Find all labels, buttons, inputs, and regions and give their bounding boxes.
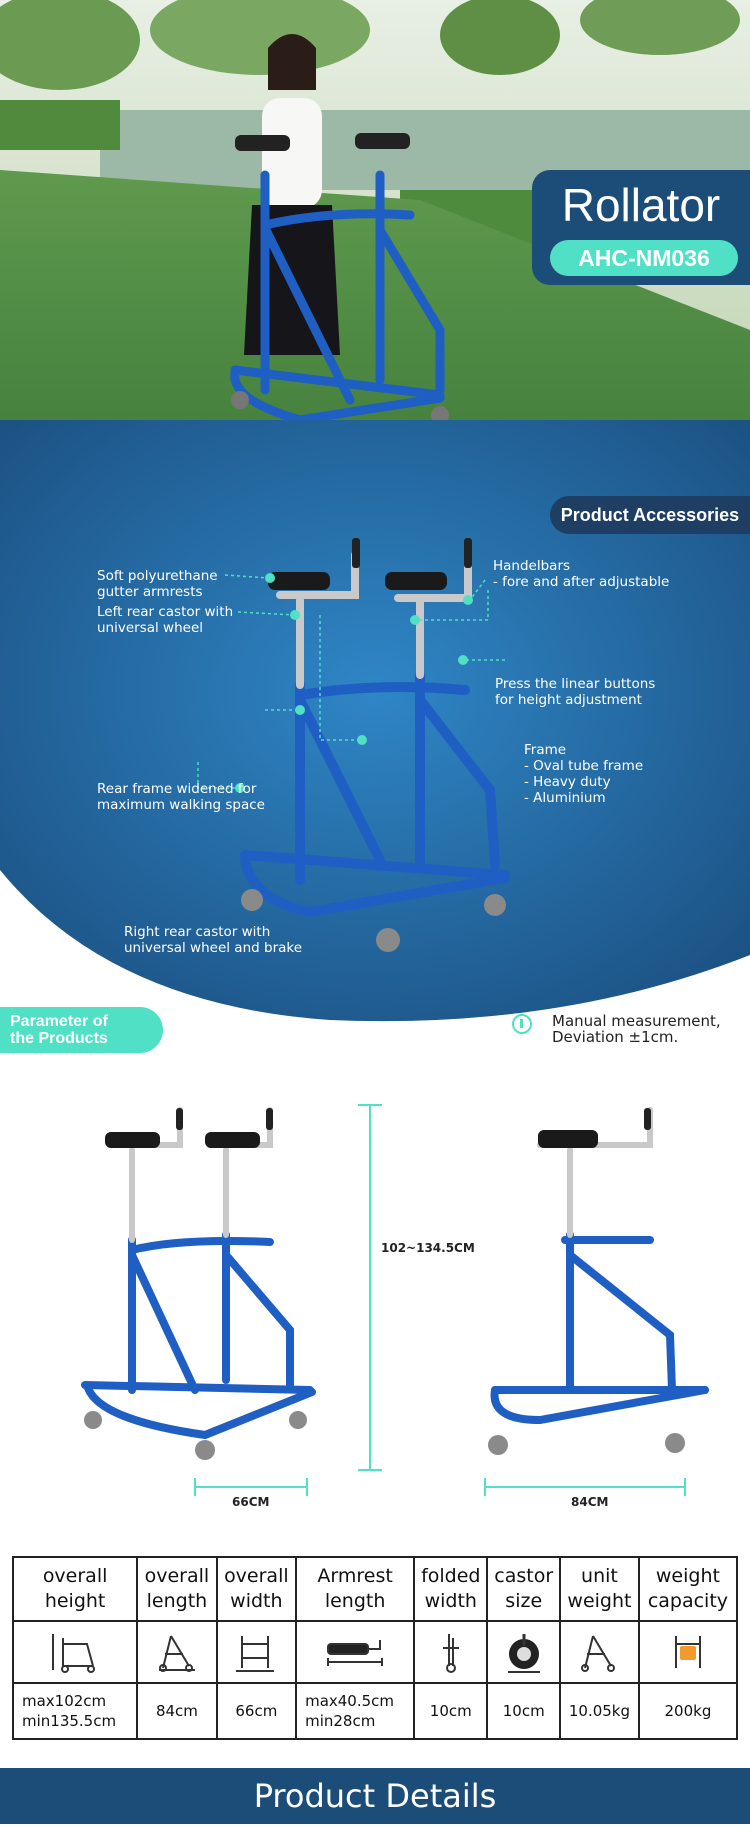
weight-capacity-icon [674,1636,701,1668]
walker-width-icon [236,1636,275,1672]
folded-walker-icon [442,1634,459,1673]
callout-rear-frame: Rear frame widened for maximum walking s… [97,781,265,813]
value-weight-capacity: 200kg [637,1682,739,1740]
callout-linear-buttons: Press the linear buttons for height adju… [495,676,656,708]
value-armrest-length: max40.5cm min28cm [295,1682,416,1740]
castor-wheel-icon [507,1634,540,1673]
length-dimension: 84CM [571,1495,609,1509]
walker-height-icon [52,1634,96,1673]
callout-frame: Frame - Oval tube frame - Heavy duty - A… [524,742,644,806]
callout-armrests: Soft polyurethane gutter armrests [97,568,218,600]
product-title: Rollator [561,179,721,231]
accessories-header: Product Accessories [550,496,750,534]
value-overall-width: 66cm [215,1682,298,1740]
spec-icon-row [11,1620,739,1684]
callout-handlebars: Handelbars - fore and after adjustable [493,558,670,590]
dimension-drawings [81,1104,709,1496]
callout-right-castor: Right rear castor with universal wheel a… [124,924,303,956]
value-overall-height: max102cm min135.5cm [11,1682,139,1740]
value-folded-width: 10cm [413,1682,489,1740]
product-title-box: Rollator AHC-NM036 [532,170,750,285]
hero-banner: Rollator AHC-NM036 [0,0,750,500]
height-dimension: 102~134.5CM [381,1241,475,1255]
parameters-tab: Parameter of the Products [0,1007,163,1053]
walker-weight-icon [581,1635,616,1672]
value-castor-size: 10cm [486,1682,562,1740]
measurement-note: Manual measurement, Deviation ±1cm. [552,1012,721,1046]
info-icon [512,1014,532,1034]
product-details-banner: Product Details [0,1768,750,1824]
spec-value-row: max102cm min135.5cm 84cm 66cm max40.5cm … [11,1682,739,1740]
walker-length-icon [158,1635,195,1672]
model-badge: AHC-NM036 [550,240,738,276]
armrest-icon [327,1640,384,1666]
value-overall-length: 84cm [136,1682,218,1740]
value-unit-weight: 10.05kg [559,1682,640,1740]
width-dimension: 66CM [232,1495,270,1509]
accessories-section: Product Accessories Soft polyurethane gu… [0,420,750,1040]
callout-left-castor: Left rear castor with universal wheel [97,604,234,636]
